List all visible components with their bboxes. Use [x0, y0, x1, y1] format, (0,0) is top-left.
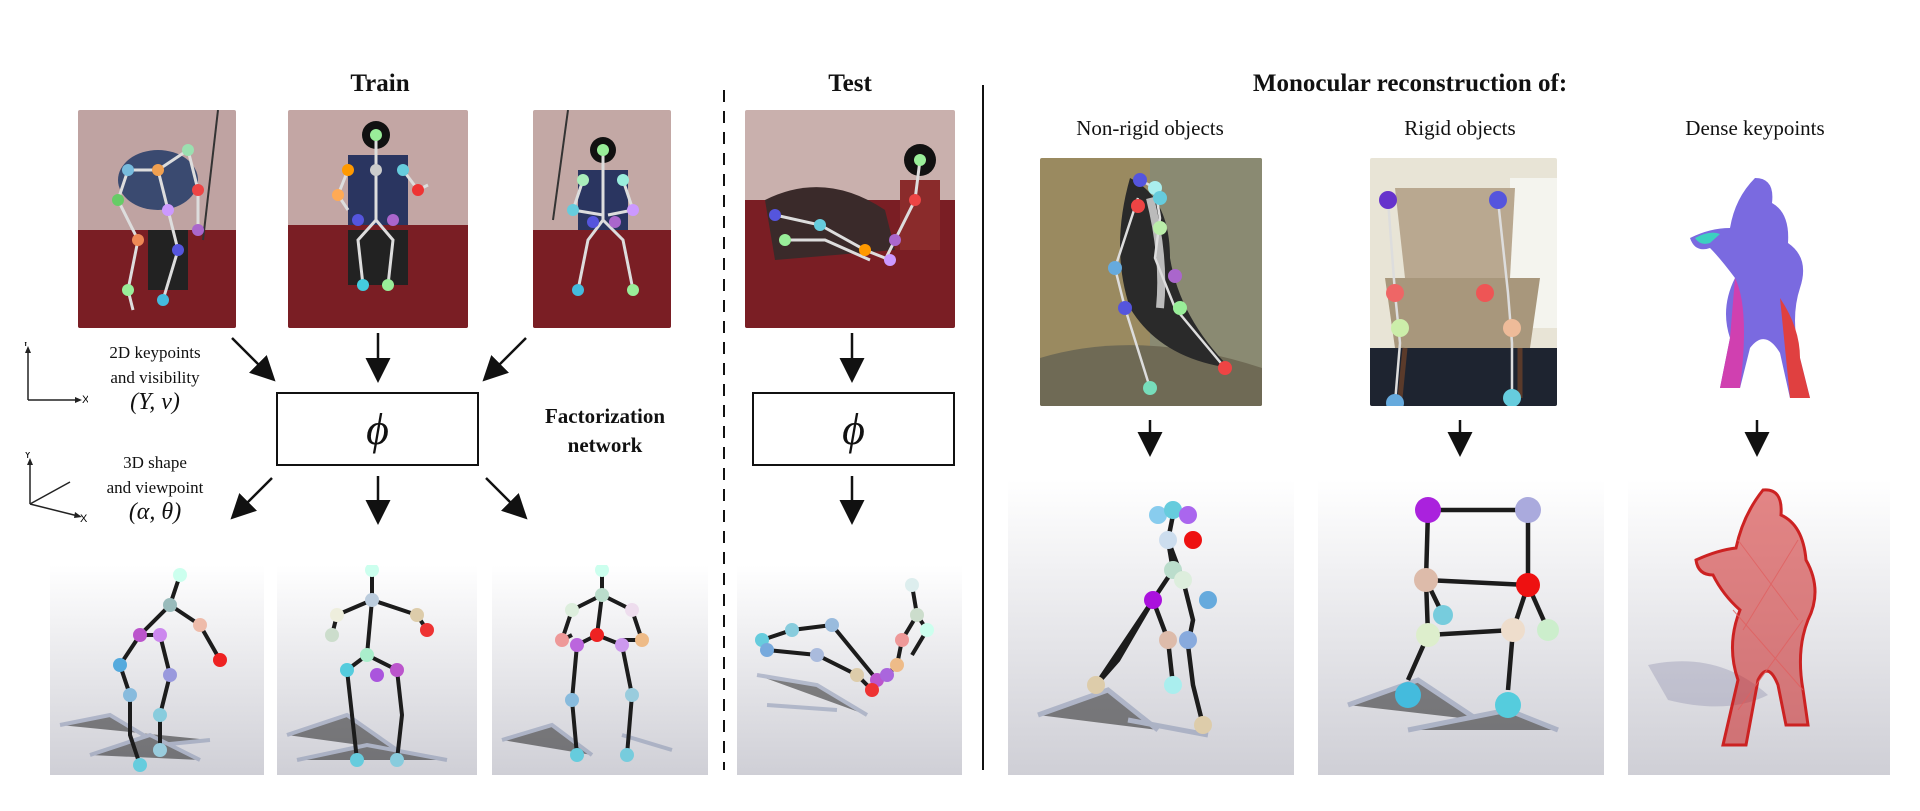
keypoints-line1: 2D keypoints: [109, 343, 201, 362]
train-phi-box: ϕ: [276, 392, 479, 466]
factorization-label: Factorization network: [520, 402, 690, 460]
rigid-heading: Rigid objects: [1404, 116, 1516, 140]
arrow-phi-to-render3: [485, 477, 528, 520]
train-heading: Train: [350, 70, 410, 97]
shape-line1: 3D shape: [123, 453, 187, 472]
train-render-1: [50, 565, 264, 775]
test-heading: Test: [828, 70, 872, 97]
train-render-2: [277, 565, 477, 775]
chair-photo: [1370, 158, 1557, 406]
dense-render: [1628, 480, 1890, 775]
bird-photo: [1040, 158, 1262, 406]
test-render: [737, 565, 962, 775]
shape-label: 3D shape and viewpoint (α, θ): [80, 450, 230, 525]
train-photo-3: [533, 110, 671, 328]
arrow-photo3-to-phi: [482, 337, 527, 382]
shape-line2: and viewpoint: [106, 478, 204, 497]
arrow-photo1-to-phi: [231, 337, 276, 382]
axis-x-label: X: [82, 394, 88, 404]
train-test-divider: [723, 90, 725, 770]
axis-3d-x-label: X: [80, 513, 88, 524]
axis-2d-icon: Y X: [22, 342, 88, 404]
monocular-heading: Monocular reconstruction of:: [1252, 70, 1568, 97]
test-monocular-divider: [982, 85, 984, 770]
keypoints-math: (Y, v): [130, 389, 180, 415]
factorization-line2: network: [567, 433, 643, 457]
test-phi-box: ϕ: [752, 392, 955, 466]
axis-y-label: Y: [22, 342, 30, 349]
bird-render: [1008, 480, 1294, 775]
train-photo-1: [78, 110, 236, 328]
test-photo: [745, 110, 955, 328]
axis-3d-y-label: Y: [24, 452, 32, 461]
keypoints-label: 2D keypoints and visibility (Y, v): [80, 340, 230, 415]
non-rigid-heading: Non-rigid objects: [1076, 116, 1224, 140]
dense-keypoints-figure: [1640, 158, 1870, 406]
keypoints-line2: and visibility: [110, 368, 200, 387]
chair-render: [1318, 480, 1604, 775]
axis-3d-icon: Y X: [24, 452, 88, 524]
shape-math: (α, θ): [128, 499, 182, 525]
factorization-line1: Factorization: [544, 404, 666, 428]
arrow-phi-to-render1: [230, 477, 273, 520]
train-photo-2: [288, 110, 468, 328]
train-render-3: [492, 565, 708, 775]
dense-heading: Dense keypoints: [1685, 116, 1825, 140]
